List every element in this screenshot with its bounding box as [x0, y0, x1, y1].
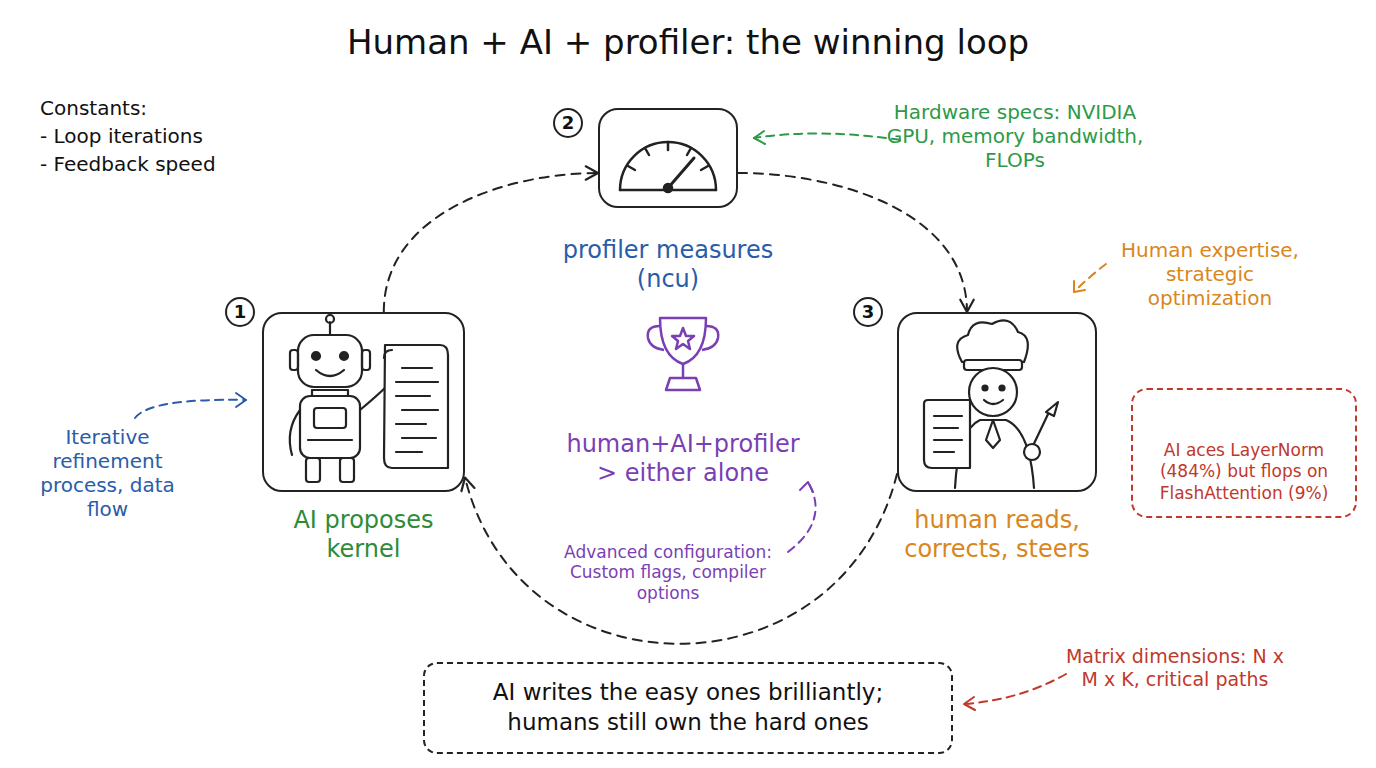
annotation: - Loop iterations: [40, 124, 280, 148]
box-text: AI writes the easy ones brilliantly; hum…: [445, 678, 931, 738]
chef-icon: [924, 320, 1058, 488]
loop-arrow: [738, 173, 974, 312]
arrowhead: [586, 166, 598, 179]
leader-arrowheads: [236, 131, 1085, 710]
annotation: Hardware specs: NVIDIA GPU, memory bandw…: [885, 100, 1145, 172]
gauge-icon: [620, 142, 716, 192]
annotation: Iterative refinement process, data flow: [25, 425, 190, 521]
process-box: human reads, corrects, steers: [897, 312, 1097, 492]
box-text: AI aces LayerNorm (484%) but flops on Fl…: [1143, 440, 1345, 504]
trophy-icon: [648, 318, 719, 390]
leader-lines: [135, 133, 1106, 704]
process-box: profiler measures (ncu): [598, 108, 738, 208]
arrowhead: [960, 300, 973, 312]
annotation: Advanced configuration: Custom flags, co…: [538, 542, 798, 603]
callout-number: 2: [553, 108, 583, 138]
annotation: Matrix dimensions: N x M x K, critical p…: [1055, 645, 1295, 691]
robot-icon: [290, 315, 448, 482]
diagram-title: Human + AI + profiler: the winning loop: [0, 22, 1376, 62]
annotation: Human expertise, strategic optimization: [1105, 238, 1315, 310]
box-label: profiler measures (ncu): [553, 236, 783, 294]
process-box: AI proposes kernel: [262, 312, 465, 492]
callout-number: 3: [853, 297, 883, 327]
annotation: human+AI+profiler > either alone: [553, 430, 813, 488]
loop-arrow: [461, 474, 897, 644]
annotation: - Feedback speed: [40, 152, 280, 176]
annotation: Constants:: [40, 96, 280, 120]
connector-line: [465, 474, 897, 644]
callout-number: 1: [225, 297, 255, 327]
warning-box: AI aces LayerNorm (484%) but flops on Fl…: [1131, 388, 1357, 518]
box-label: human reads, corrects, steers: [872, 506, 1122, 564]
summary-box: AI writes the easy ones brilliantly; hum…: [423, 662, 953, 754]
box-label: AI proposes kernel: [254, 506, 474, 564]
